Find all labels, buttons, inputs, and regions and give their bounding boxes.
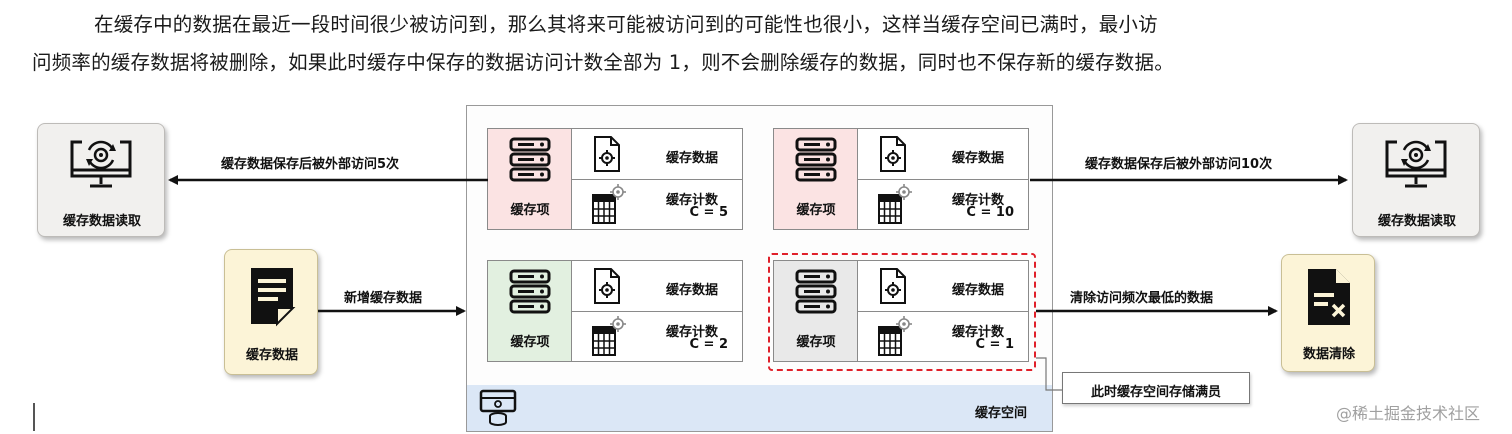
cache-data-label: 缓存数据 [952,283,1005,298]
cache-item-3: 缓存项 缓存数据 缓 [487,260,743,362]
left-edge-mark [33,403,35,431]
document-icon [251,268,296,327]
cache-count-value: C = 2 [689,337,728,352]
file-gear-icon [880,268,906,304]
cache-item-divider [572,311,742,312]
file-gear-icon [594,268,620,304]
cache-item-divider [572,179,742,180]
cache-count-value: C = 5 [689,205,728,220]
cache-data-label: 缓存数据 [666,151,719,166]
paragraph-line-2: 问频率的缓存数据将被删除，如果此时缓存中保存的数据访问计数全部为 1，则不会删除… [32,51,1174,74]
left-reader-box: 缓存数据读取 [37,123,165,237]
cache-count-label: 缓存计数 [666,193,719,208]
file-remove-icon [1308,269,1350,325]
file-gear-icon [880,136,906,172]
new-data-box: 缓存数据 [224,249,318,375]
cache-item-label: 缓存项 [510,203,550,218]
cache-count-label: 缓存计数 [952,325,1005,340]
cache-count-value: C = 1 [975,337,1014,352]
server-icon [795,137,837,182]
left-reader-label: 缓存数据读取 [62,214,141,229]
server-icon [509,269,551,314]
monitor-gear-icon [70,140,132,188]
calculator-gear-icon [592,316,626,356]
cache-space-label: 缓存空间 [975,406,1028,421]
arrow-right-top-label: 缓存数据保存后被外部访问10次 [1085,157,1273,172]
calculator-gear-icon [878,184,912,224]
file-gear-icon [594,136,620,172]
new-data-label: 缓存数据 [245,348,298,363]
cache-space-footer [467,385,1052,431]
full-note-box: 此时缓存空间存储满员 [1062,372,1250,404]
cache-item-label: 缓存项 [796,335,836,350]
arrow-new-add-label: 新增缓存数据 [344,291,423,306]
watermark: @稀土掘金技术社区 [1336,404,1481,423]
data-clear-label: 数据清除 [1302,347,1355,362]
arrow-clear-label: 清除访问频次最低的数据 [1070,291,1214,306]
cache-count-value: C = 10 [966,205,1014,220]
cache-data-label: 缓存数据 [666,283,719,298]
cache-data-label: 缓存数据 [952,151,1005,166]
cache-count-label: 缓存计数 [952,193,1005,208]
right-reader-label: 缓存数据读取 [1377,214,1456,229]
calculator-gear-icon [878,316,912,356]
description-paragraph: 在缓存中的数据在最近一段时间很少被访问到，那么其将来可能被访问到的可能性也很小，… [32,6,1502,82]
cache-item-2: 缓存项 缓存数据 缓 [773,128,1029,230]
cache-item-label: 缓存项 [796,203,836,218]
cache-item-divider [858,179,1028,180]
full-highlight-frame [768,253,1036,371]
right-reader-box: 缓存数据读取 [1352,123,1480,237]
storage-monitor-icon [479,389,517,426]
cache-item-left: 缓存项 [488,129,572,229]
server-icon [795,269,837,314]
arrow-left-top-label: 缓存数据保存后被外部访问5次 [221,157,400,172]
calculator-gear-icon [592,184,626,224]
cache-item-1: 缓存项 缓存数据 缓 [487,128,743,230]
monitor-gear-icon [1385,140,1447,188]
note-connector [1036,357,1062,391]
cache-item-left: 缓存项 [774,129,858,229]
cache-item-divider [858,311,1028,312]
cache-count-label: 缓存计数 [666,325,719,340]
cache-item-left: 缓存项 [488,261,572,361]
cache-item-4: 缓存项 缓存数据 缓 [773,260,1029,362]
full-note-text: 此时缓存空间存储满员 [1090,385,1221,400]
server-icon [509,137,551,182]
cache-item-label: 缓存项 [510,335,550,350]
cache-item-left: 缓存项 [774,261,858,361]
paragraph-line-1: 在缓存中的数据在最近一段时间很少被访问到，那么其将来可能被访问到的可能性也很小，… [94,13,1158,36]
data-clear-box: 数据清除 [1281,254,1375,372]
